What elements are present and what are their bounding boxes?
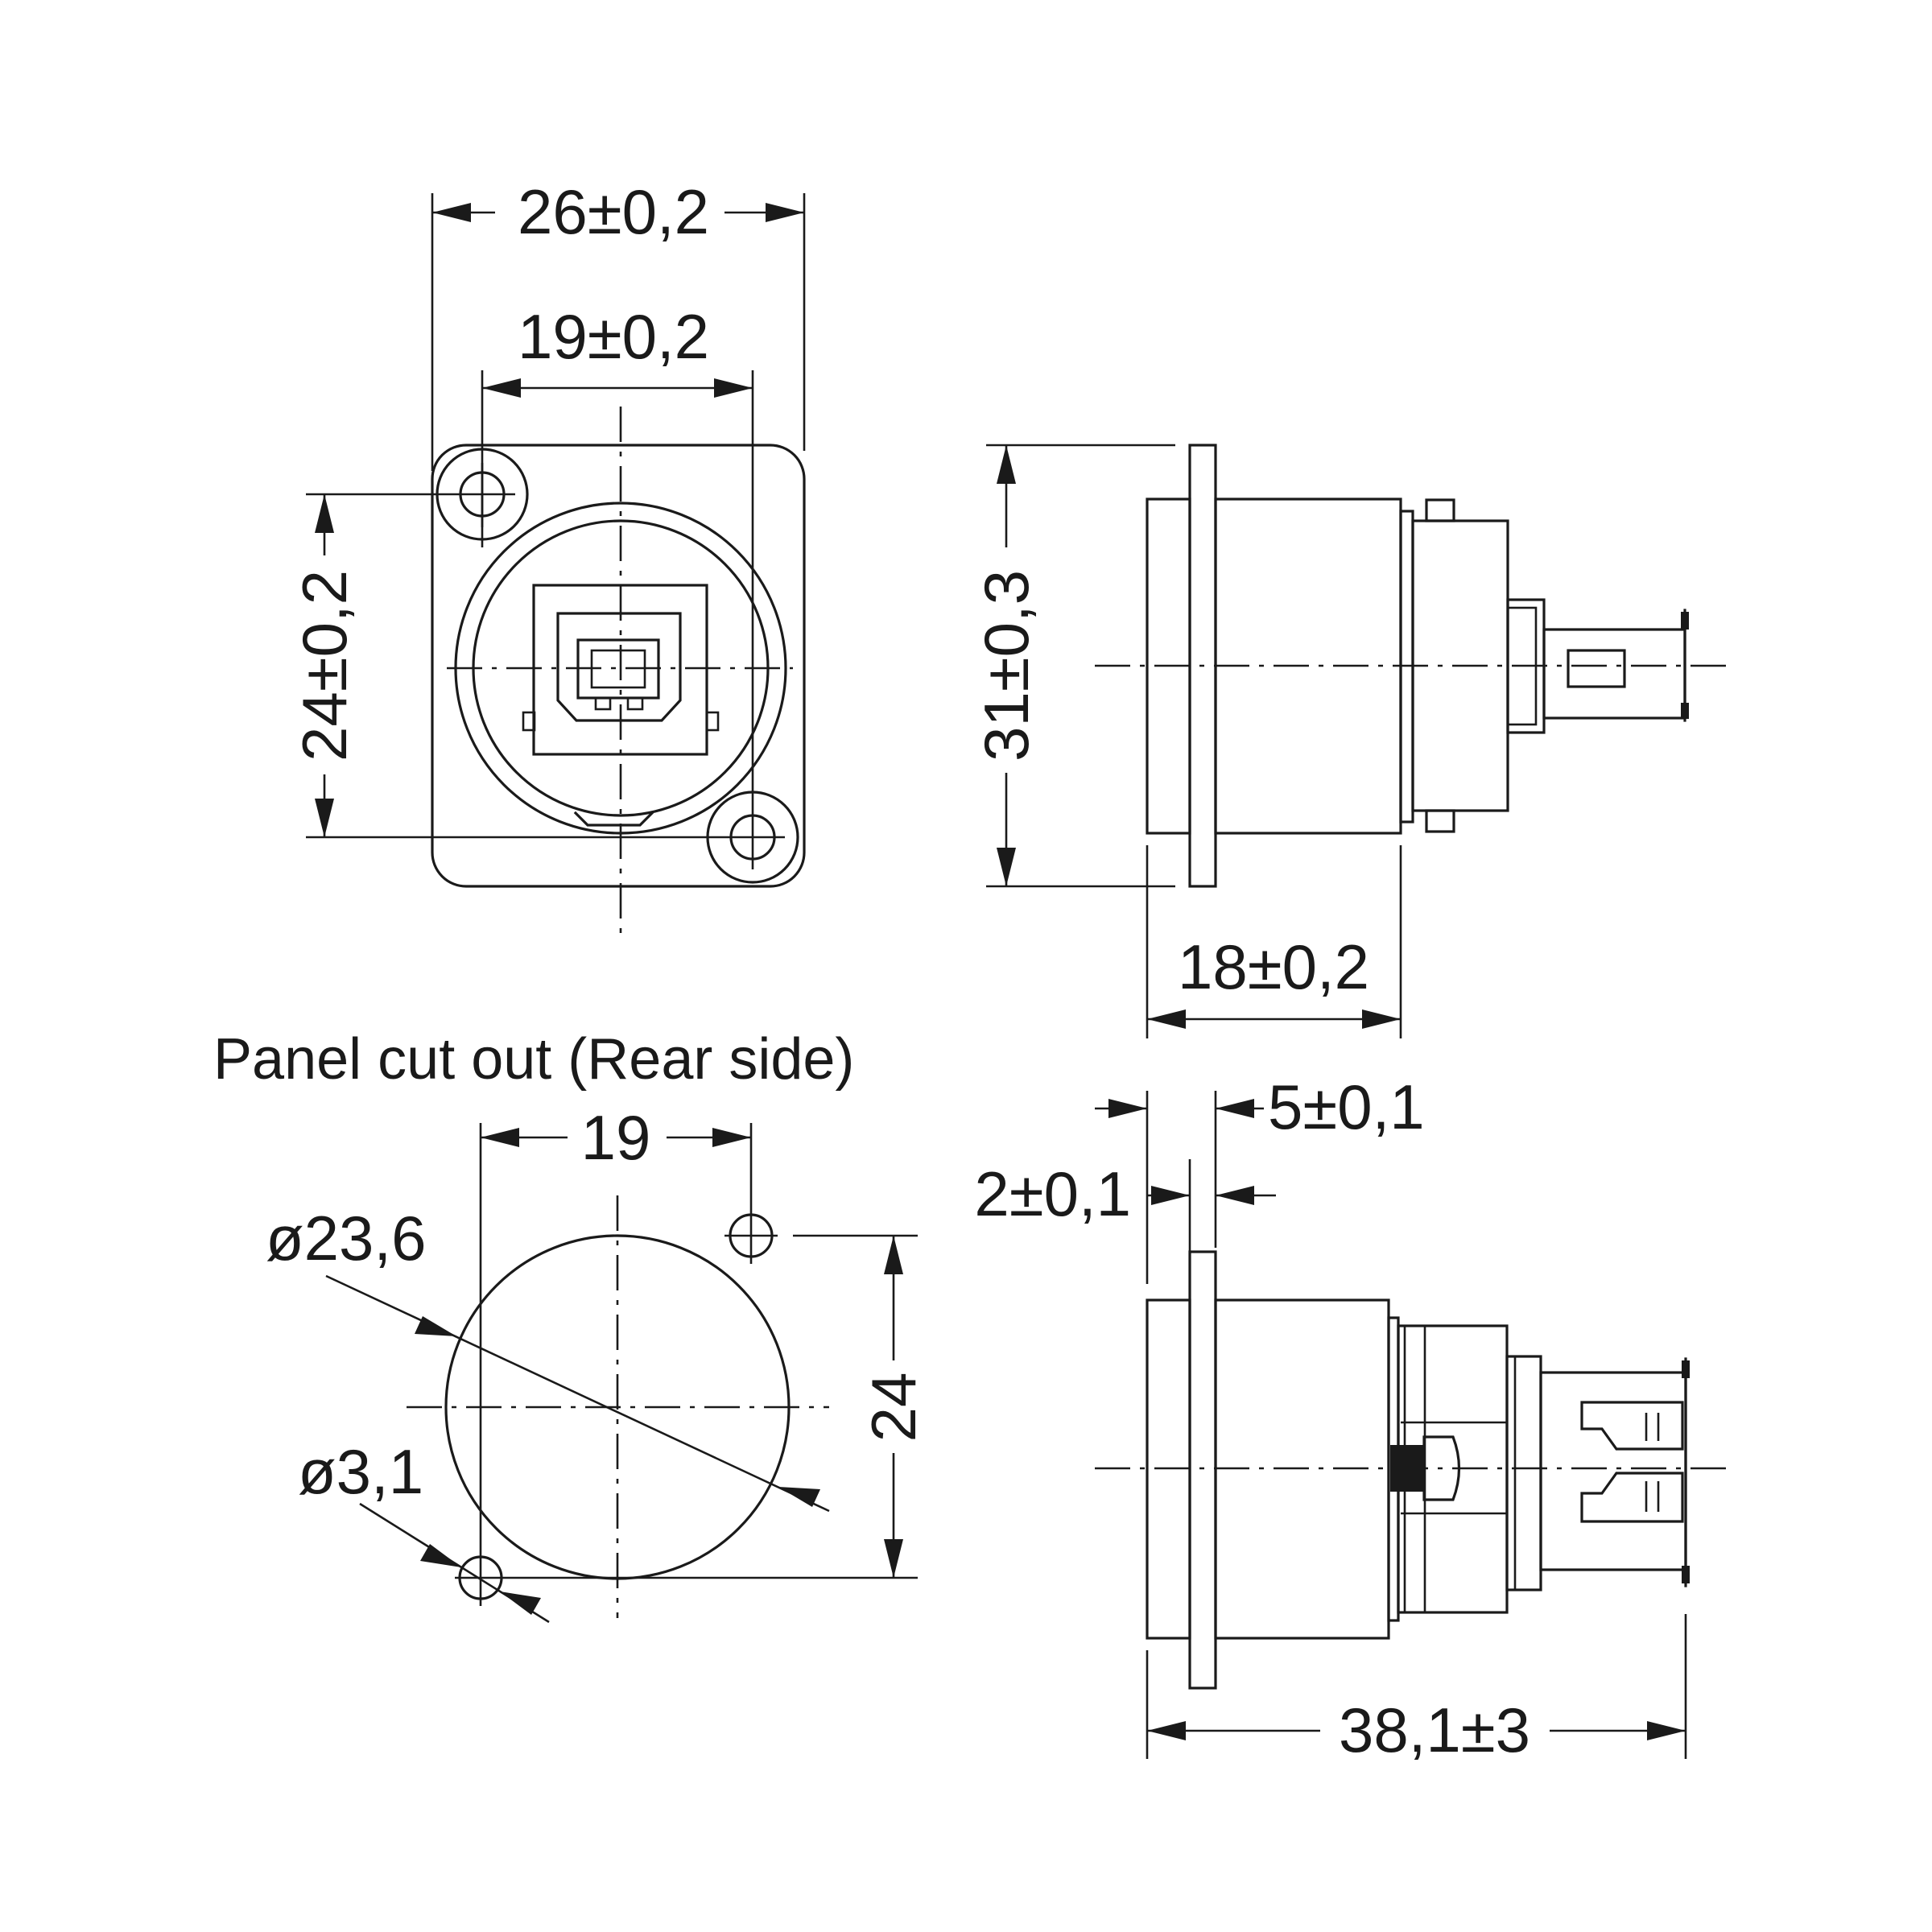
front-socket-key-notch [573, 811, 654, 827]
cutout-hole-spacing-y-label: 24 [858, 1373, 929, 1443]
cutout-hole-bottom-left [455, 1550, 507, 1606]
side-top-connector-tail [1542, 628, 1686, 720]
side-bottom-flange-thickness-label: 2±0,1 [974, 1158, 1131, 1229]
usb-b-opening [556, 612, 682, 722]
side-top-depth-label: 18±0,2 [1178, 931, 1369, 1002]
side-bottom-flange [1188, 1250, 1217, 1690]
cutout-hole-diameter-label: ø3,1 [298, 1436, 423, 1507]
cutout-hole-top-right [724, 1208, 778, 1264]
cutout-hole-spacing-x-label: 19 [581, 1102, 651, 1173]
side-bottom-dimensions: 5±0,1 2±0,1 38,1±3 [974, 1071, 1687, 1765]
panel-cutout-view: Panel cut out (Rear side) 19 24 [213, 1027, 929, 1624]
front-overall-width-label: 26±0,2 [518, 176, 709, 247]
side-bottom-overall-length-label: 38,1±3 [1339, 1695, 1530, 1765]
front-mounting-hole-bottom-right [706, 791, 799, 884]
front-dimensions: 26±0,2 19±0,2 24±0,2 [289, 176, 806, 839]
side-view-bottom [1095, 1250, 1731, 1690]
front-hole-spacing-y-label: 24±0,2 [289, 570, 360, 762]
cutout-main-diameter-label: ø23,6 [266, 1203, 426, 1274]
front-view [431, 407, 806, 934]
side-top-height-label: 31±0,3 [971, 570, 1042, 762]
front-hole-spacing-x-label: 19±0,2 [518, 301, 709, 372]
side-view-top [1095, 444, 1731, 888]
side-top-dimensions: 31±0,3 18±0,2 [971, 444, 1402, 1038]
front-housing [431, 444, 806, 888]
panel-cutout-caption: Panel cut out (Rear side) [213, 1027, 854, 1092]
side-bottom-front-part-label: 5±0,1 [1268, 1071, 1425, 1142]
